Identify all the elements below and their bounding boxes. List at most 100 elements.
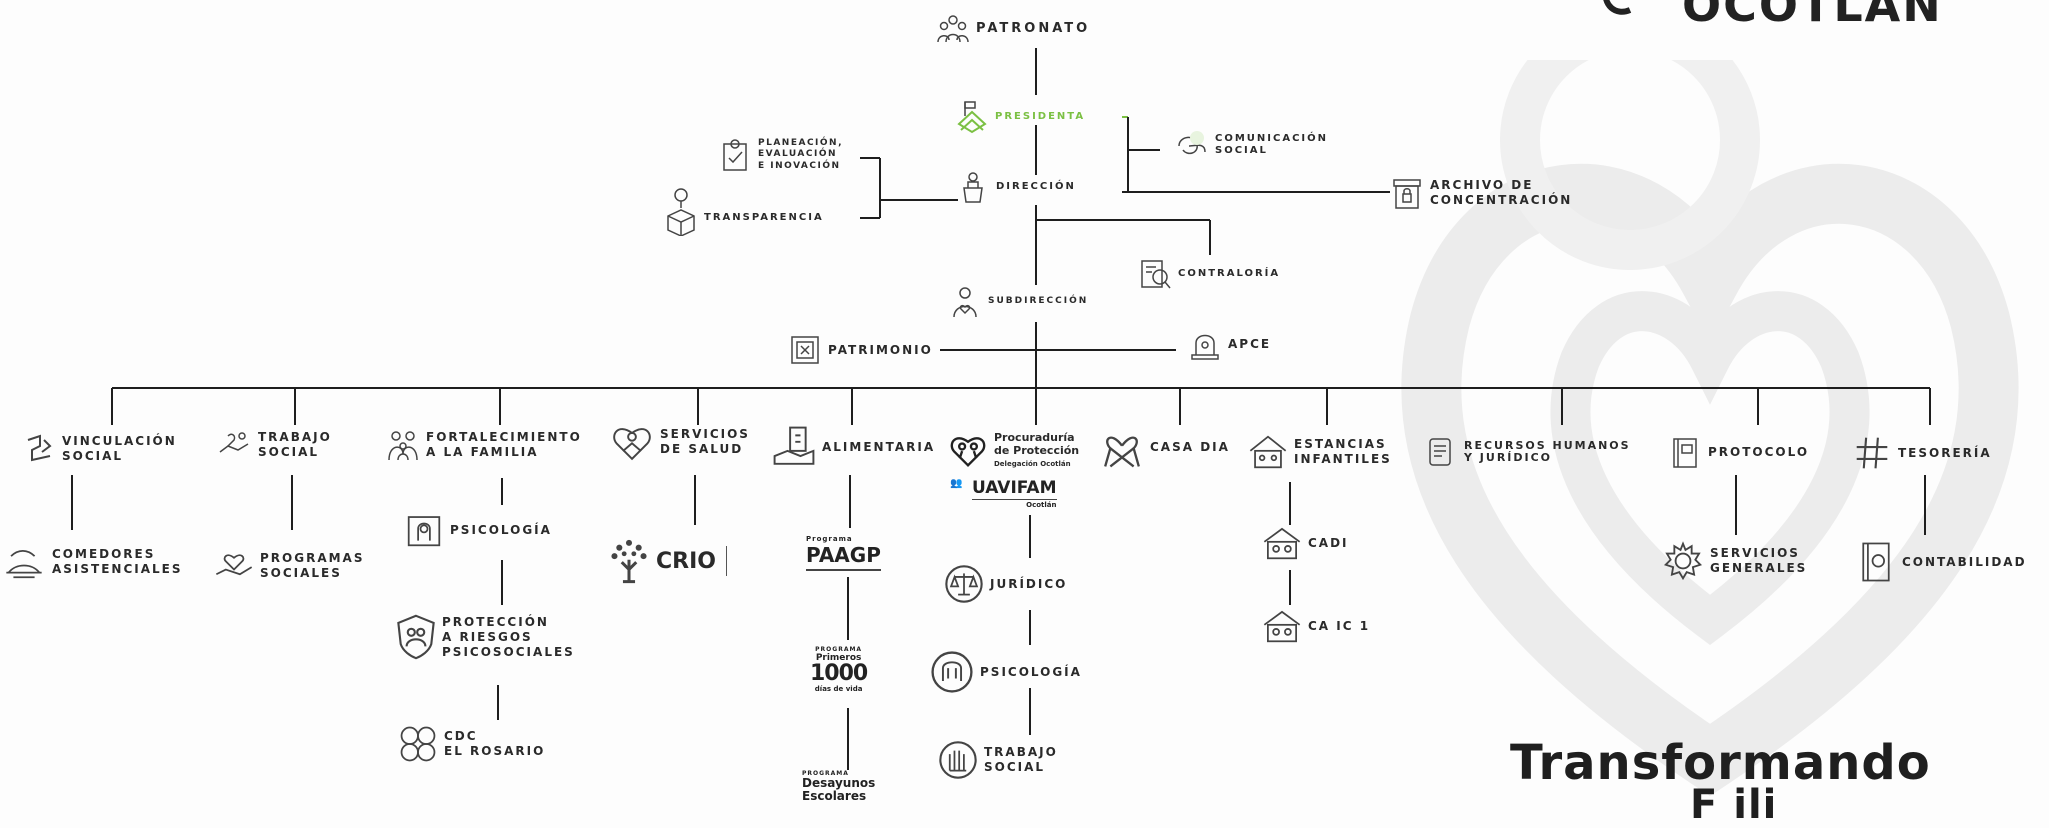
megaphone-icon — [1175, 128, 1209, 162]
alimentaria-label: ALIMENTARIA — [822, 439, 936, 454]
juridico-label: JURÍDICO — [990, 576, 1068, 591]
node-tesoreria: TESORERÍA — [1852, 433, 1992, 473]
protocolo-label: PROTOCOLO — [1708, 444, 1810, 459]
apce-label: APCE — [1228, 336, 1272, 351]
procuraduria-label-wrap: Procuraduría de Protección Delegación Oc… — [994, 431, 1079, 468]
node-psicologia-procuraduria: PSICOLOGÍA — [930, 650, 1082, 694]
gear-cluster-icon — [1662, 540, 1704, 582]
casa-dia-label: CASA DIA — [1150, 439, 1230, 454]
recursos-humanos-label: RECURSOS HUMANOS Y JURÍDICO — [1464, 439, 1631, 464]
node-protocolo: PROTOCOLO — [1668, 435, 1809, 469]
house-children-icon — [1248, 432, 1288, 472]
subdireccion-label: SUBDIRECCIÓN — [988, 296, 1089, 307]
crio-label: CRIO — [656, 548, 716, 574]
node-fortalecimiento: FORTALECIMIENTO A LA FAMILIA — [386, 428, 582, 462]
program-desayunos: PROGRAMA Desayunos Escolares — [802, 770, 875, 803]
tesoreria-label: TESORERÍA — [1898, 445, 1992, 460]
family-icon — [386, 428, 420, 462]
shield-family-icon — [396, 612, 436, 662]
program-paagp: Programa PAAGP — [806, 535, 881, 571]
contraloria-label: CONTRALORÍA — [1178, 267, 1281, 279]
group-people-icon — [936, 12, 970, 46]
caic-label: CA IC 1 — [1308, 618, 1371, 633]
mil-number: 1000 — [810, 661, 868, 686]
patronato-label: PATRONATO — [976, 20, 1091, 36]
paagp-label: Programa — [806, 535, 853, 543]
node-alimentaria: ALIMENTARIA — [772, 425, 935, 469]
alarm-light-icon — [1188, 327, 1222, 361]
plate-hand-icon — [2, 542, 46, 582]
tree-people-icon — [608, 538, 650, 584]
node-trabajo-social: TRABAJO SOCIAL — [218, 428, 332, 462]
house-kids-icon — [1262, 525, 1302, 561]
archive-lock-icon — [1390, 176, 1424, 210]
trabajo-social-label: TRABAJO SOCIAL — [258, 430, 332, 459]
flag-presidenta-icon — [955, 100, 989, 134]
presidenta-label: PRESIDENTA — [995, 110, 1086, 122]
node-casa-dia: CASA DIA — [1100, 425, 1230, 469]
node-procuraduria: Procuraduría de Protección Delegación Oc… — [948, 430, 1079, 470]
programas-sociales-label: PROGRAMAS SOCIALES — [260, 551, 365, 580]
planeacion-label: PLANEACIÓN, EVALUACIÓN E INOVACIÓN — [758, 138, 843, 171]
house-kids-icon — [1262, 608, 1302, 644]
uavifam-sub: Ocotlán — [1026, 501, 1057, 509]
node-presidenta: PRESIDENTA — [955, 100, 1085, 134]
servicios-salud-label: SERVICIOS DE SALUD — [660, 427, 750, 456]
crio-divider — [725, 546, 727, 576]
node-comedores: COMEDORES ASISTENCIALES — [2, 542, 183, 582]
archivo-label: ARCHIVO DE CONCENTRACIÓN — [1430, 178, 1573, 207]
node-archivo: ARCHIVO DE CONCENTRACIÓN — [1390, 176, 1572, 210]
node-comunicacion-social: COMUNICACIÓN SOCIAL — [1175, 128, 1328, 162]
servicios-generales-label: SERVICIOS GENERALES — [1710, 546, 1808, 575]
mil-dias: días de vida — [814, 685, 863, 693]
logo-text: OCOTLAN — [1682, 0, 1943, 32]
uavifam-underline — [972, 499, 1057, 500]
helping-hands-icon — [218, 428, 252, 462]
comunicacion-social-label: COMUNICACIÓN SOCIAL — [1215, 132, 1329, 157]
ledger-book-icon — [1856, 540, 1896, 584]
mind-head-icon — [404, 510, 444, 550]
proteccion-label: PROTECCIÓN A RIESGOS PSICOSOCIALES — [442, 614, 575, 659]
node-crio: CRIO — [608, 538, 727, 584]
node-contraloria: CONTRALORÍA — [1138, 257, 1280, 291]
estancias-label: ESTANCIAS INFANTILES — [1294, 437, 1392, 466]
community-circles-icon — [398, 724, 438, 764]
family-heart-icon — [948, 430, 988, 470]
psicologia-procuraduria-label: PSICOLOGÍA — [980, 664, 1082, 679]
comedores-label: COMEDORES ASISTENCIALES — [52, 547, 183, 576]
program-1000-dias: PROGRAMA Primeros 1000 días de vida — [810, 646, 868, 693]
box-search-icon — [664, 186, 698, 237]
node-vinculacion-social: VINCULACIÓN SOCIAL — [22, 432, 177, 466]
health-heart-person-icon — [610, 420, 654, 464]
hands-circle-icon — [938, 740, 978, 780]
node-caic: CA IC 1 — [1262, 608, 1370, 644]
scales-justice-icon — [944, 564, 984, 604]
link-hands-icon — [22, 432, 56, 466]
contabilidad-label: CONTABILIDAD — [1902, 554, 2027, 569]
scroll-document-icon — [1424, 435, 1458, 469]
node-juridico: JURÍDICO — [944, 564, 1067, 604]
uavifam-people-icon: 👥 — [950, 478, 963, 489]
node-programas-sociales: PROGRAMAS SOCIALES — [214, 546, 364, 586]
node-trabajo-social-procuraduria: TRABAJO SOCIAL — [938, 740, 1058, 780]
vinculacion-social-label: VINCULACIÓN SOCIAL — [62, 434, 177, 463]
cadi-label: CADI — [1308, 535, 1349, 550]
fortalecimiento-label: FORTALECIMIENTO A LA FAMILIA — [426, 430, 582, 459]
node-recursos-humanos: RECURSOS HUMANOS Y JURÍDICO — [1424, 435, 1631, 469]
food-hand-icon — [772, 425, 816, 469]
watermark-heart-logo — [1401, 60, 2019, 797]
procuraduria-sub-label: Delegación Ocotlán — [994, 459, 1071, 468]
mil-primeros: Primeros — [815, 653, 862, 663]
connector-lines — [71, 48, 1931, 770]
uavifam-title: UAVIFAM — [972, 478, 1057, 498]
node-direccion: DIRECCIÓN — [956, 170, 1076, 204]
ribbon-heart-icon — [1100, 425, 1144, 469]
hashtag-hands-icon — [1852, 433, 1892, 473]
patrimonio-label: PATRIMONIO — [828, 342, 933, 357]
node-planeacion: PLANEACIÓN, EVALUACIÓN E INOVACIÓN — [718, 138, 843, 172]
person-heart-icon — [948, 285, 982, 319]
certificate-icon — [788, 333, 822, 367]
desayunos-program-label: PROGRAMA — [802, 770, 849, 777]
cdc-label: CDC EL ROSARIO — [444, 729, 546, 758]
